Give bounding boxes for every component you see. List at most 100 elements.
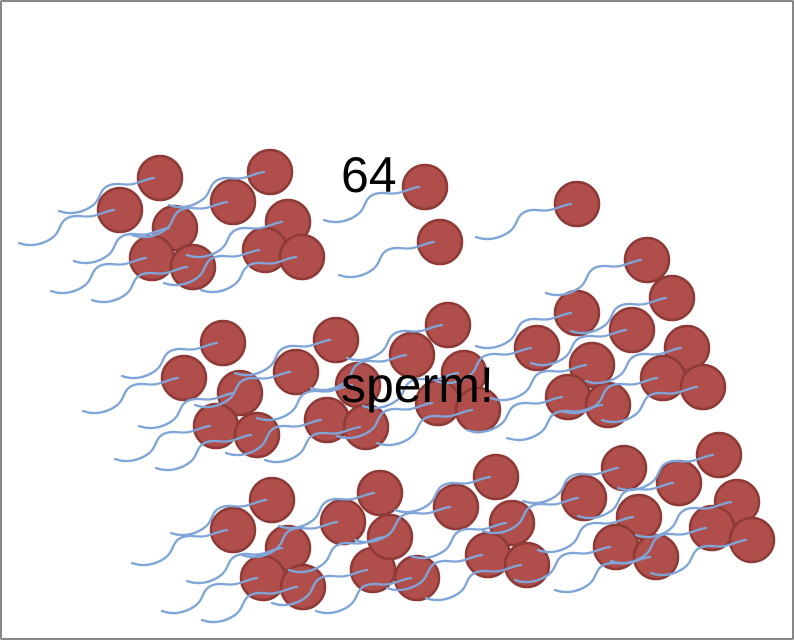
sperm-tail [375, 408, 474, 447]
sperm-tail [49, 256, 148, 295]
sperm-head [216, 369, 264, 417]
sperm-tail [385, 553, 484, 592]
sperm-tail [160, 576, 259, 615]
sperm-tail [649, 538, 748, 577]
sperm-head [272, 348, 320, 396]
sperm-head [401, 163, 449, 211]
sperm-head [503, 541, 551, 589]
sperm-tail [474, 311, 573, 350]
sperm-head [679, 363, 727, 411]
sperm-head [553, 180, 601, 228]
sperm-tail [81, 376, 180, 415]
sperm-tail [521, 466, 620, 505]
sperm-tail [263, 425, 362, 464]
sperm-tail [560, 376, 659, 415]
sperm-head [655, 459, 703, 507]
sperm-tail [616, 453, 715, 492]
sperm-head [96, 186, 144, 234]
sperm-tail [199, 255, 298, 294]
sperm-head [366, 513, 414, 561]
sperm-tail [270, 568, 369, 607]
sperm-head [623, 236, 671, 284]
sperm-head [695, 431, 743, 479]
sperm-tail [314, 576, 413, 615]
sperm-head [472, 453, 520, 501]
sperm-head [388, 331, 436, 379]
sperm-head [199, 319, 247, 367]
sperm-tail [544, 258, 643, 297]
sperm-head [608, 306, 656, 354]
sperm-head [416, 218, 464, 266]
sperm-tail [72, 226, 171, 265]
sperm-tail [154, 433, 253, 472]
sperm-head [688, 504, 736, 552]
sperm-tail [409, 521, 508, 560]
sperm-tail [600, 385, 699, 424]
sperm-tail [353, 505, 452, 544]
sperm-tail [465, 395, 564, 434]
sperm-head [600, 444, 648, 492]
sperm-head [312, 316, 360, 364]
sperm-tail [481, 496, 580, 535]
sperm-tail [167, 170, 266, 209]
sperm-head [553, 289, 601, 337]
sperm-tail [169, 498, 268, 537]
sperm-tail [162, 248, 261, 287]
sperm-head [393, 554, 441, 602]
sperm-tail [569, 296, 668, 335]
sperm-tail [309, 353, 408, 392]
slide-title: 64 sperm! [341, 0, 494, 560]
sperm-tail [113, 424, 212, 463]
sperm-tail [609, 526, 708, 565]
sperm-tail [185, 546, 284, 585]
sperm-head [248, 476, 296, 524]
sperm-head [356, 469, 404, 517]
sperm-tail [90, 265, 189, 304]
sperm-head [648, 274, 696, 322]
sperm-head [584, 381, 632, 429]
sperm-head [488, 499, 536, 547]
sperm-head [568, 341, 616, 389]
sperm-head [432, 483, 480, 531]
sperm-head [209, 506, 257, 554]
sperm-tail [233, 338, 332, 377]
title-word: sperm! [341, 357, 494, 413]
sperm-tail [255, 383, 354, 422]
sperm-tail [17, 208, 116, 247]
title-count: 64 [341, 147, 397, 203]
sperm-head [169, 243, 217, 291]
sperm-tail [57, 176, 156, 215]
sperm-tail [335, 401, 434, 440]
sperm-head [136, 154, 184, 202]
sperm-tail [137, 391, 236, 430]
sperm-tail [130, 200, 229, 239]
sperm-tails-layer [17, 170, 748, 624]
sperm-head [278, 233, 326, 281]
sperm-tail [337, 240, 436, 279]
sperm-tail [536, 515, 635, 554]
sperm-head [513, 324, 561, 372]
sperm-tail [130, 528, 229, 567]
sperm-tail [120, 341, 219, 380]
sperm-tail [393, 475, 492, 514]
sperm-tail [584, 346, 683, 385]
sperm-tail [277, 491, 376, 530]
sperm-tail [185, 220, 284, 259]
sperm-tail [361, 371, 460, 410]
sperm-tail [193, 370, 292, 409]
sperm-tail [200, 585, 299, 624]
sperm-head [279, 563, 327, 611]
sperm-tail [434, 346, 533, 385]
sperm-head [233, 411, 281, 459]
sperm-tail [322, 185, 421, 224]
sperm-head [728, 516, 776, 564]
sperm-tail [529, 328, 628, 367]
sperm-head [424, 301, 472, 349]
sperm-head [209, 178, 257, 226]
sperm-tail [489, 363, 588, 402]
sperm-head [560, 474, 608, 522]
sperm-head [160, 354, 208, 402]
sperm-tail [424, 563, 523, 602]
